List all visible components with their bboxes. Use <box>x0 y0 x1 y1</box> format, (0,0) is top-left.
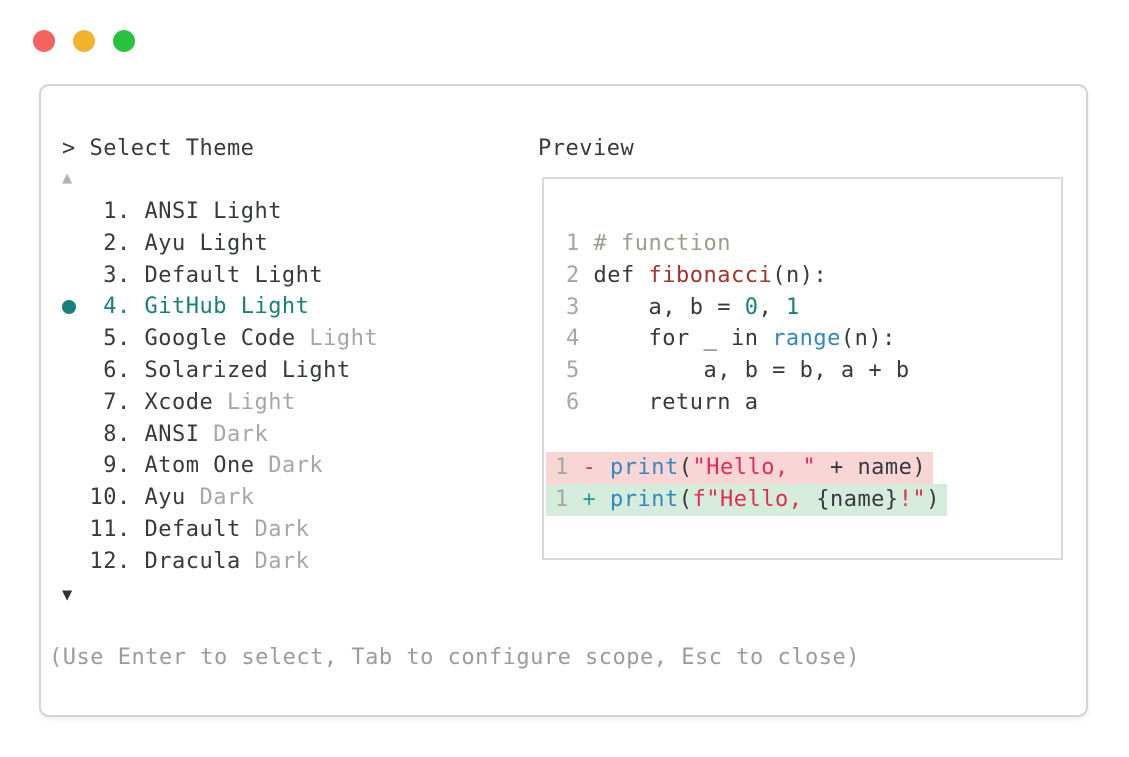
code-segment-plain: + name) <box>816 455 927 480</box>
theme-variant: Dark <box>185 485 255 511</box>
code-line: 3 a, b = 0, 1 <box>566 292 910 324</box>
diff-line-added: 1 + print(f"Hello, {name}!") <box>546 483 947 516</box>
code-segment-num: 1 <box>555 455 583 480</box>
code-segment-builtin: print <box>610 486 679 512</box>
theme-option-ansi[interactable]: 8. ANSI Dark <box>62 419 378 451</box>
theme-name: Default Light <box>144 262 324 288</box>
theme-option-default-light[interactable]: 3. Default Light <box>62 260 378 292</box>
keyboard-hint: (Use Enter to select, Tab to configure s… <box>49 645 860 670</box>
theme-option-google-code[interactable]: 5. Google Code Light <box>62 323 378 355</box>
theme-variant: Light <box>295 326 379 352</box>
theme-option-xcode[interactable]: 7. Xcode Light <box>62 387 378 419</box>
select-theme-prompt: > Select Theme <box>62 136 255 161</box>
theme-option-solarized-light[interactable]: 6. Solarized Light <box>62 355 378 387</box>
diff-line-removed: 1 - print("Hello, " + name) <box>546 452 934 484</box>
code-segment-builtin: print <box>610 455 679 480</box>
code-segment-num: 1 <box>555 486 583 512</box>
code-segment-numlit: 0 <box>744 294 759 320</box>
code-segment-num: 2 <box>566 262 594 288</box>
theme-name: Xcode <box>144 389 214 415</box>
zoom-button[interactable] <box>113 30 135 52</box>
theme-option-ayu-light[interactable]: 2. Ayu Light <box>62 228 378 260</box>
theme-number: 10. <box>89 485 145 511</box>
theme-variant: Dark <box>199 421 269 447</box>
theme-name: Google Code <box>144 326 296 352</box>
theme-variant: Dark <box>240 516 310 542</box>
theme-number: 7. <box>89 389 145 415</box>
code-segment-builtin: range <box>772 326 841 352</box>
code-line: 2 def fibonacci(n): <box>566 260 910 292</box>
theme-number: 12. <box>89 548 145 574</box>
code-segment-plain: a, b = b, a + b <box>593 358 910 384</box>
code-line: 5 a, b = b, a + b <box>566 355 910 387</box>
theme-variant: Dark <box>254 453 324 479</box>
code-segment-plain: (n): <box>772 262 828 288</box>
code-segment-plain: def <box>593 262 649 288</box>
code-segment-numlit: 1 <box>785 294 800 320</box>
code-segment-minus: - <box>582 455 610 480</box>
theme-number: 8. <box>89 421 145 447</box>
theme-option-ansi-light[interactable]: 1. ANSI Light <box>62 196 378 228</box>
window-controls <box>33 30 135 52</box>
close-button[interactable] <box>33 30 55 52</box>
theme-name: Default <box>144 516 241 542</box>
code-line: 6 return a <box>566 387 910 419</box>
theme-option-atom-one[interactable]: 9. Atom One Dark <box>62 450 378 482</box>
theme-name: Dracula <box>144 548 241 574</box>
code-segment-num: 5 <box>566 358 594 384</box>
code-segment-plain: a, b = <box>593 294 745 320</box>
theme-name: Ayu <box>144 485 186 511</box>
theme-option-github-light[interactable]: 4. GitHub Light <box>62 291 378 323</box>
code-segment-plain: ) <box>926 486 940 512</box>
theme-option-dracula[interactable]: 12. Dracula Dark <box>62 546 378 578</box>
preview-title: Preview <box>538 136 635 161</box>
theme-option-ayu[interactable]: 10. Ayu Dark <box>62 482 378 514</box>
code-segment-num: 1 <box>566 231 594 256</box>
theme-name: Atom One <box>144 453 255 479</box>
theme-picker-panel: > Select Theme ▲ 1. ANSI Light 2. Ayu Li… <box>39 84 1088 717</box>
code-line: 4 for _ in range(n): <box>566 323 910 355</box>
code-segment-plain: {name} <box>816 486 899 512</box>
code-segment-plain: (n): <box>840 326 896 352</box>
theme-list: 1. ANSI Light 2. Ayu Light 3. Default Li… <box>62 196 378 578</box>
code-segment-string: "Hello, " <box>692 455 817 480</box>
code-line: 1 # function <box>566 228 910 260</box>
code-segment-num: 4 <box>566 326 594 352</box>
code-segment-plain: return a <box>593 389 759 415</box>
scroll-up-icon[interactable]: ▲ <box>62 168 73 188</box>
code-segment-plain: ( <box>678 455 693 480</box>
theme-name: Solarized Light <box>144 357 351 383</box>
code-segment-string: !" <box>898 486 927 512</box>
theme-number: 2. <box>89 230 145 256</box>
code-segment-string: f"Hello, <box>692 486 817 512</box>
code-segment-plus: + <box>582 486 610 512</box>
theme-name: ANSI Light <box>144 199 282 224</box>
selected-dot-icon <box>62 300 76 315</box>
code-segment-comment: # function <box>593 231 731 256</box>
code-segment-plain: for _ in <box>593 326 773 352</box>
theme-number: 3. <box>89 262 145 288</box>
theme-number: 4. <box>89 294 145 320</box>
theme-name: GitHub Light <box>144 294 310 320</box>
code-segment-num: 6 <box>566 389 594 415</box>
theme-variant: Light <box>213 389 296 415</box>
theme-number: 9. <box>89 453 145 479</box>
theme-number: 11. <box>89 516 145 542</box>
theme-number: 6. <box>89 357 145 383</box>
theme-variant: Dark <box>240 548 310 574</box>
theme-number: 5. <box>89 326 145 352</box>
code-segment-num: 3 <box>566 294 594 320</box>
theme-name: ANSI <box>144 421 200 447</box>
theme-number: 1. <box>89 199 145 224</box>
code-segment-plain: , <box>758 294 786 320</box>
code-segment-plain: ( <box>678 486 693 512</box>
code-segment-func: fibonacci <box>648 262 773 288</box>
diff-block: 1 - print("Hello, " + name)1 + print(f"H… <box>546 452 947 516</box>
theme-name: Ayu Light <box>144 230 269 256</box>
theme-option-default[interactable]: 11. Default Dark <box>62 514 378 546</box>
minimize-button[interactable] <box>73 30 95 52</box>
scroll-down-icon[interactable]: ▼ <box>62 585 73 605</box>
